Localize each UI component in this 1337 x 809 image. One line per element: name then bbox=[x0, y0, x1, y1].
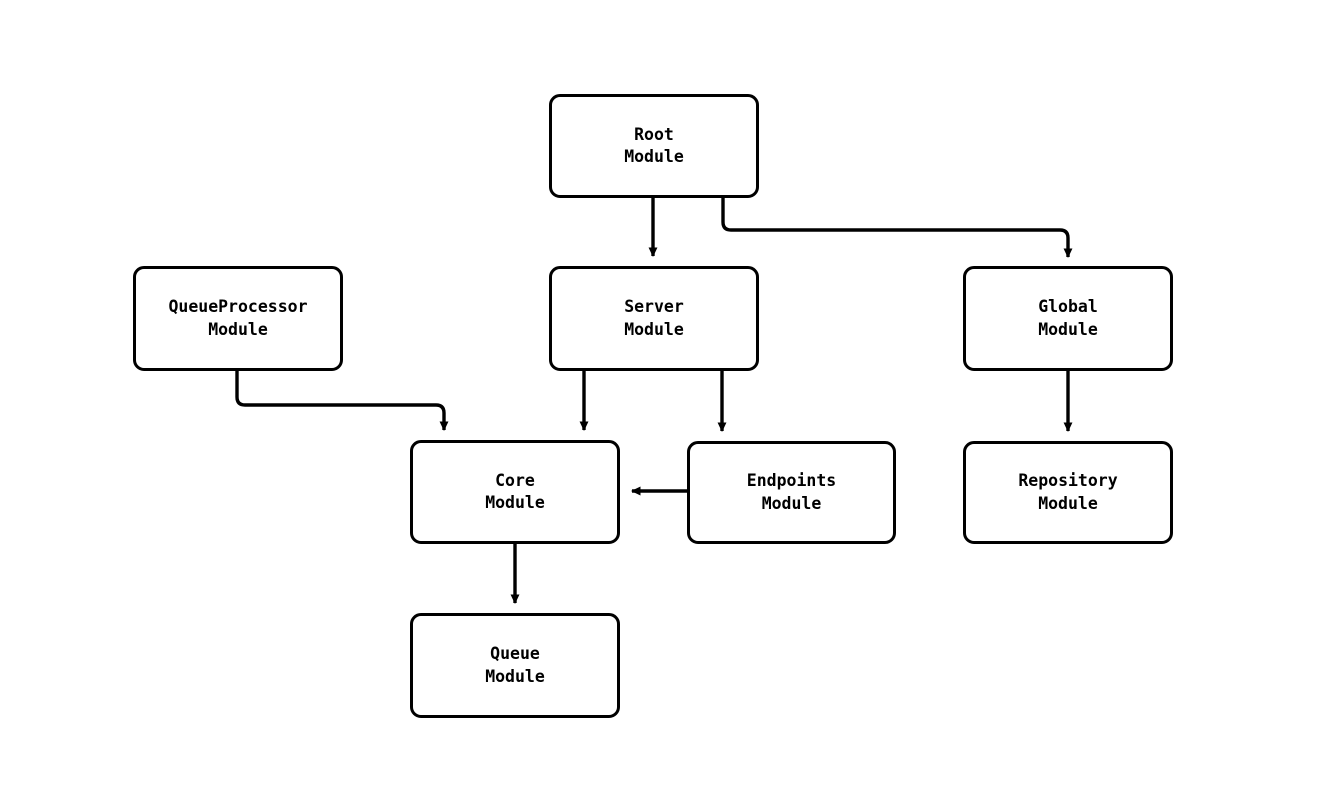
node-server-module-label: Server Module bbox=[624, 297, 684, 339]
node-root-module[interactable]: Root Module bbox=[549, 94, 759, 198]
node-repository-module-label: Repository Module bbox=[1018, 471, 1118, 513]
node-core-module-label: Core Module bbox=[485, 470, 545, 512]
node-core-module[interactable]: Core Module bbox=[410, 440, 620, 544]
edge-root-to-global bbox=[721, 198, 1073, 258]
edge-queueprocessor-to-core bbox=[235, 371, 449, 431]
node-global-module-label: Global Module bbox=[1038, 297, 1098, 339]
node-queueprocessor-module[interactable]: QueueProcessor Module bbox=[133, 266, 343, 371]
node-repository-module[interactable]: Repository Module bbox=[963, 441, 1173, 544]
node-endpoints-module[interactable]: Endpoints Module bbox=[687, 441, 896, 544]
node-endpoints-module-label: Endpoints Module bbox=[746, 471, 837, 513]
node-server-module[interactable]: Server Module bbox=[549, 266, 759, 371]
node-queueprocessor-module-label: QueueProcessor Module bbox=[168, 297, 308, 339]
node-root-module-label: Root Module bbox=[624, 124, 684, 166]
node-global-module[interactable]: Global Module bbox=[963, 266, 1173, 371]
node-queue-module[interactable]: Queue Module bbox=[410, 613, 620, 718]
node-queue-module-label: Queue Module bbox=[485, 644, 545, 686]
